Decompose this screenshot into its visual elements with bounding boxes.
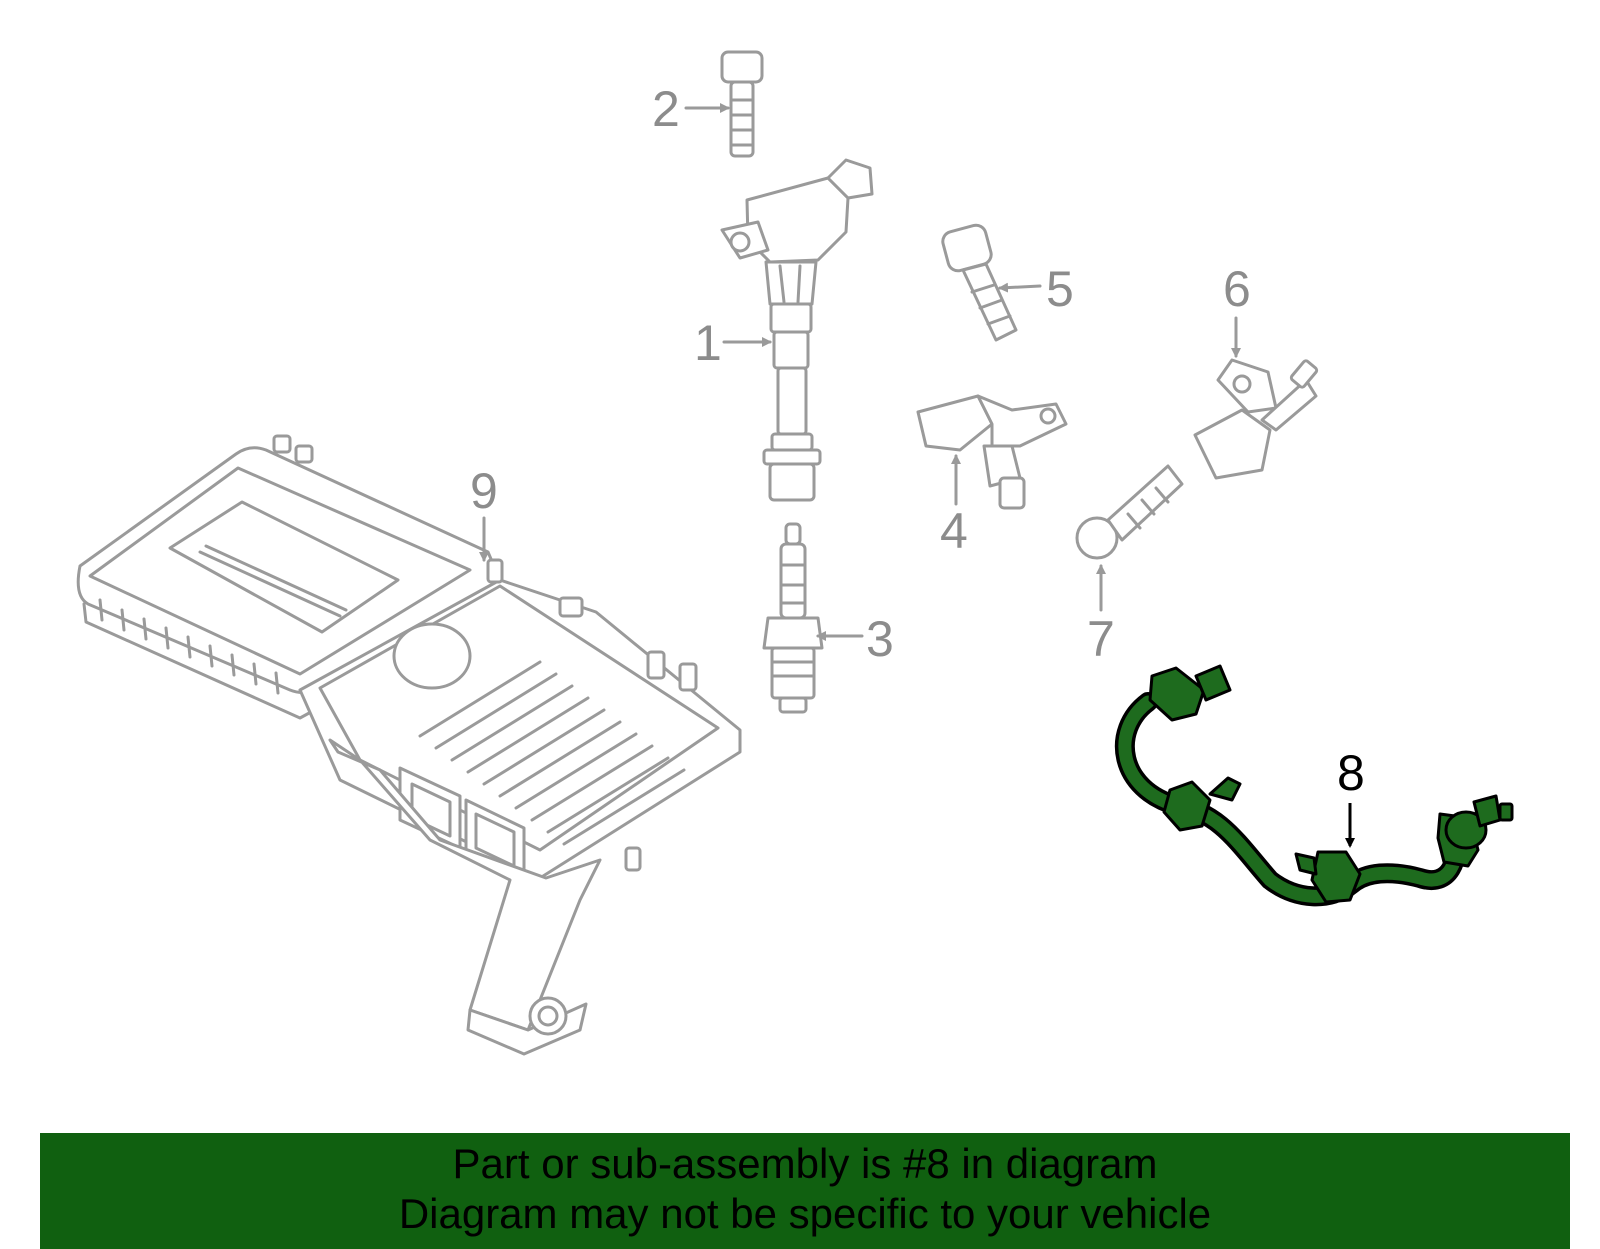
info-banner: Part or sub-assembly is #8 in diagram Di…: [40, 1133, 1570, 1249]
part-spark-plug-3: [762, 522, 824, 714]
callout-7: 7: [1087, 611, 1115, 667]
part-bolt-5: [941, 223, 1018, 342]
part-harness-8: [1114, 664, 1514, 907]
part-sensor-6: [1193, 358, 1319, 480]
callout-6: 6: [1223, 261, 1251, 317]
callout-8: 8: [1337, 745, 1365, 801]
banner-line-disclaimer: Diagram may not be specific to your vehi…: [398, 1190, 1212, 1237]
callout-1: 1: [694, 315, 722, 371]
part-bolt-2: [720, 50, 764, 158]
part-bolt-7: [1075, 464, 1184, 560]
callout-3: 3: [866, 611, 894, 667]
part-ecm-9: [76, 434, 742, 1056]
callout-labels: 2 1 3 5 6 4 7 9 8: [470, 81, 1365, 801]
callout-4: 4: [940, 503, 968, 559]
callout-arrows: [479, 103, 1355, 848]
part-sensor-4: [916, 394, 1068, 510]
callout-2: 2: [652, 81, 680, 137]
arrow-5: [998, 282, 1042, 293]
banner-line-part-number: Part or sub-assembly is #8 in diagram: [452, 1140, 1158, 1187]
callout-9: 9: [470, 463, 498, 519]
part-ignition-coil-1: [720, 158, 874, 502]
callout-5: 5: [1046, 261, 1074, 317]
